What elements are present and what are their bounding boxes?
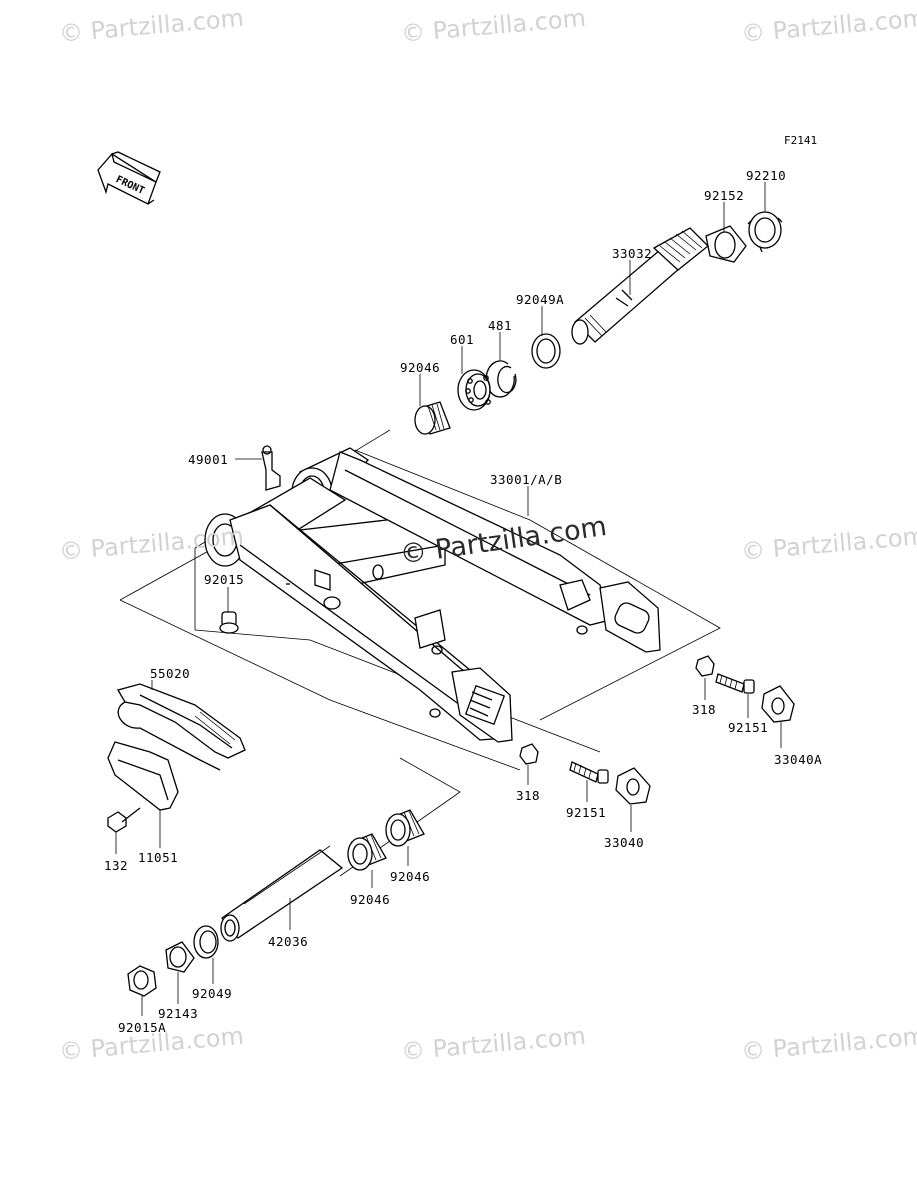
bolt-92015 [219, 611, 239, 634]
bolt-132 [107, 807, 141, 833]
part-label-92049[interactable]: 92049 [192, 986, 233, 1001]
part-label-92152[interactable]: 92152 [704, 188, 745, 203]
needle-bearing-92046-top [414, 401, 451, 435]
nut-92015A [127, 965, 157, 997]
part-label-318-right[interactable]: 318 [692, 702, 717, 717]
bolt-92151-left [569, 761, 609, 784]
part-label-49001[interactable]: 49001 [188, 452, 229, 467]
pivot-shaft [571, 227, 709, 345]
nut-318-left [519, 743, 539, 765]
part-label-92046-lower-2[interactable]: 92046 [350, 892, 391, 907]
part-label-33001[interactable]: 33001/A/B [490, 472, 563, 487]
part-label-601[interactable]: 601 [450, 332, 475, 347]
nut-318-right [695, 655, 715, 677]
part-label-132[interactable]: 132 [104, 858, 129, 873]
chain-guard-55020 [117, 683, 246, 771]
collar-92143 [165, 941, 195, 973]
part-label-33032[interactable]: 33032 [612, 246, 653, 261]
swingarm-frame [204, 445, 661, 743]
part-label-42036[interactable]: 42036 [268, 934, 309, 949]
part-label-92143[interactable]: 92143 [158, 1006, 199, 1021]
part-label-33040A[interactable]: 33040A [774, 752, 823, 767]
needle-bearing-92046-lower-1 [385, 809, 425, 847]
sleeve-42036 [220, 845, 344, 942]
part-label-92210[interactable]: 92210 [746, 168, 787, 183]
locknut-92210 [747, 211, 783, 253]
adjuster-plate-33040 [615, 767, 651, 805]
part-label-92049A[interactable]: 92049A [516, 292, 565, 307]
part-label-33040[interactable]: 33040 [604, 835, 645, 850]
adjuster-plate-33040A [761, 685, 795, 723]
front-arrow-icon: FRONT [97, 151, 161, 205]
circlip-481 [485, 360, 517, 398]
part-label-92151-right[interactable]: 92151 [728, 720, 769, 735]
part-label-92015A[interactable]: 92015A [118, 1020, 167, 1035]
part-label-92046-lower-1[interactable]: 92046 [390, 869, 431, 884]
nut-92152 [705, 225, 747, 263]
needle-bearing-92046-lower-2 [347, 833, 387, 871]
collar-92049A [531, 333, 561, 369]
part-label-481[interactable]: 481 [488, 318, 513, 333]
part-label-318-left[interactable]: 318 [516, 788, 541, 803]
leader-lines [115, 182, 782, 1016]
part-label-11051[interactable]: 11051 [138, 850, 179, 865]
figure-code: F2141 [784, 134, 818, 147]
part-label-92015[interactable]: 92015 [204, 572, 245, 587]
part-label-92151-left[interactable]: 92151 [566, 805, 607, 820]
ball-bearing-601 [457, 369, 491, 411]
part-label-92046-top[interactable]: 92046 [400, 360, 441, 375]
collar-92049 [193, 925, 219, 959]
part-label-55020[interactable]: 55020 [150, 666, 191, 681]
bolt-92151-right [715, 673, 755, 694]
guard-bracket-11051 [107, 741, 179, 811]
